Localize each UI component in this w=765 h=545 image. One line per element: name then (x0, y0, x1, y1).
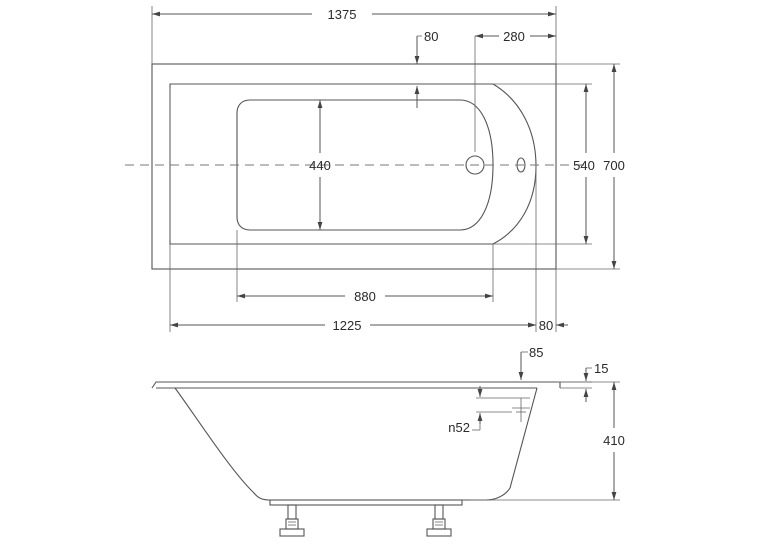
top-view-dimensions: 1375 80 280 540 700 440 880 (151, 6, 625, 333)
top-bottom-floor (236, 99, 494, 231)
side-rim (151, 381, 561, 389)
dim-drain-offset: 80 (424, 29, 438, 44)
drain-hole (465, 155, 485, 175)
support-frame (269, 499, 463, 506)
top-view (125, 63, 585, 270)
dim-end-wall: 80 (539, 318, 553, 333)
dim-overall-width: 700 (603, 158, 625, 173)
dim-overall-length: 1375 (328, 7, 357, 22)
top-outer-rim (151, 63, 557, 270)
dim-inner-length: 1225 (333, 318, 362, 333)
dim-inner-width: 540 (573, 158, 595, 173)
side-view (151, 381, 561, 537)
dim-bottom-length: 880 (354, 289, 376, 304)
dim-bottom-width: 440 (309, 158, 331, 173)
side-basin (174, 387, 538, 501)
dim-drain-diameter: n52 (448, 420, 470, 435)
right-leg (426, 504, 452, 537)
overflow-fitting (512, 397, 530, 422)
dim-drain-from-end: 280 (503, 29, 525, 44)
side-view-dimensions: 85 15 n52 410 (448, 345, 625, 501)
top-inner-basin (169, 83, 537, 245)
dim-overflow-offset: 85 (529, 345, 543, 360)
dim-rim-thickness: 15 (594, 361, 608, 376)
dim-height: 410 (603, 433, 625, 448)
left-leg (279, 504, 305, 537)
